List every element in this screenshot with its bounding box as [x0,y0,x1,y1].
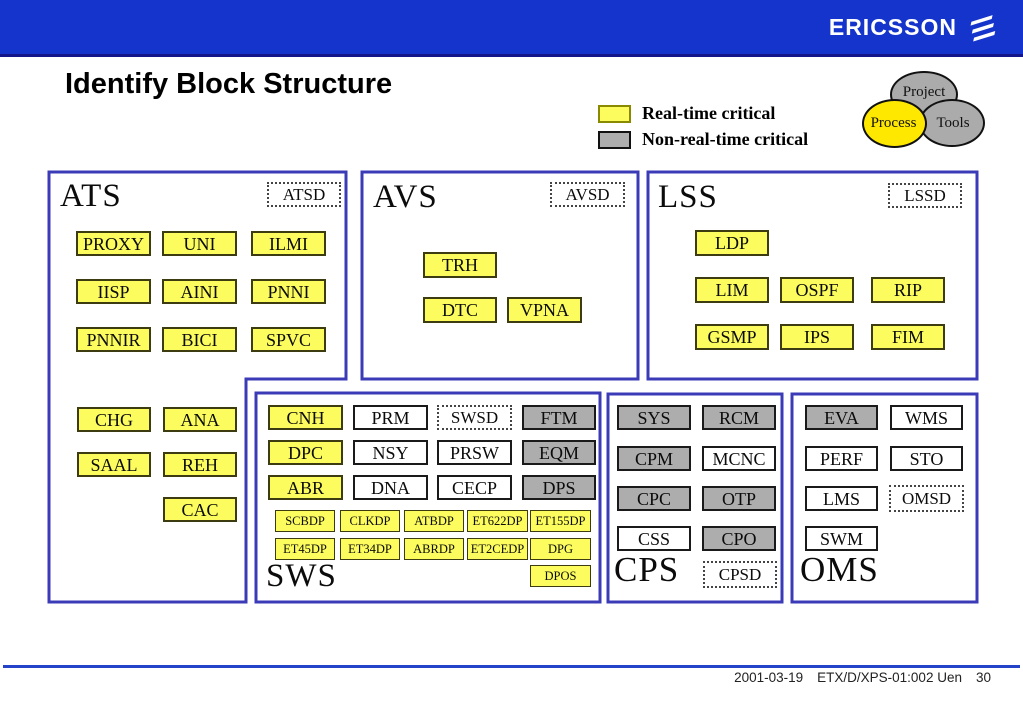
module-et34dp: ET34DP [340,538,400,560]
module-aini: AINI [162,279,237,304]
module-chg: CHG [77,407,151,432]
module-dpos: DPOS [530,565,591,587]
module-uni: UNI [162,231,237,256]
module-eva: EVA [805,405,878,430]
sws-spec-badge: SWSD [437,405,512,430]
sws-title: SWS [266,558,337,594]
page-title: Identify Block Structure [65,68,393,100]
module-mcnc: MCNC [702,446,776,471]
module-lms: LMS [805,486,878,511]
footer-date: 2001-03-19 [734,670,804,685]
module-dtc: DTC [423,297,497,323]
ats-spec-badge: ATSD [267,182,341,207]
module-rcm: RCM [702,405,776,430]
module-cac: CAC [163,497,237,522]
legend-swatch-non-realtime [598,131,631,149]
venn-tools-label: Tools [936,115,970,131]
module-sys: SYS [617,405,691,430]
module-et2cedp: ET2CEDP [467,538,528,560]
cps-title: CPS [614,550,680,589]
module-abrdp: ABRDP [404,538,464,560]
module-dps: DPS [522,475,596,500]
module-ips: IPS [780,324,854,350]
module-sto: STO [890,446,963,471]
module-dpg: DPG [530,538,591,560]
module-saal: SAAL [77,452,151,477]
module-gsmp: GSMP [695,324,769,350]
module-trh: TRH [423,252,497,278]
module-ftm: FTM [522,405,596,430]
venn-process-label: Process [870,115,917,131]
avs-title: AVS [373,179,438,215]
module-nsy: NSY [353,440,428,465]
lss-title: LSS [658,179,718,215]
module-vpna: VPNA [507,297,582,323]
module-wms: WMS [890,405,963,430]
module-et155dp: ET155DP [530,510,591,532]
module-iisp: IISP [76,279,151,304]
ats-title: ATS [60,178,122,214]
module-ana: ANA [163,407,237,432]
oms-title: OMS [800,550,879,589]
venn-process-ellipse [862,99,927,148]
module-lim: LIM [695,277,769,303]
module-pnni: PNNI [251,279,326,304]
footer-divider [3,665,1020,668]
footer-doc-number: ETX/D/XPS-01:002 Uen [817,670,962,685]
legend-label-non-realtime: Non-real-time critical [642,129,809,149]
module-ilmi: ILMI [251,231,326,256]
oms-spec-badge: OMSD [889,485,964,512]
legend-swatch-realtime [598,105,631,123]
module-cpo: CPO [702,526,776,551]
module-eqm: EQM [522,440,596,465]
module-prsw: PRSW [437,440,512,465]
ericsson-logo-icon [970,15,996,42]
module-cnh: CNH [268,405,343,430]
module-cecp: CECP [437,475,512,500]
module-cpc: CPC [617,486,691,511]
module-swm: SWM [805,526,878,551]
module-et622dp: ET622DP [467,510,528,532]
module-rip: RIP [871,277,945,303]
module-atbdp: ATBDP [404,510,464,532]
module-dna: DNA [353,475,428,500]
module-perf: PERF [805,446,878,471]
module-otp: OTP [702,486,776,511]
legend-label-realtime: Real-time critical [642,103,776,123]
module-ospf: OSPF [780,277,854,303]
lss-spec-badge: LSSD [888,183,962,208]
module-scbdp: SCBDP [275,510,335,532]
avs-spec-badge: AVSD [550,182,625,207]
module-cpm: CPM [617,446,691,471]
module-css: CSS [617,526,691,551]
header-bar: ERICSSON [0,0,1023,57]
footer: 2001-03-19 ETX/D/XPS-01:002 Uen 30 [734,670,991,685]
venn-project-label: Project [902,84,946,100]
module-bici: BICI [162,327,237,352]
module-fim: FIM [871,324,945,350]
module-dpc: DPC [268,440,343,465]
module-proxy: PROXY [76,231,151,256]
ericsson-brand: ERICSSON [829,12,997,42]
module-pnnir: PNNIR [76,327,151,352]
cps-spec-badge: CPSD [703,561,777,588]
module-clkdp: CLKDP [340,510,400,532]
module-et45dp: ET45DP [275,538,335,560]
module-abr: ABR [268,475,343,500]
module-ldp: LDP [695,230,769,256]
footer-page-number: 30 [975,670,991,685]
module-prm: PRM [353,405,428,430]
module-reh: REH [163,452,237,477]
module-spvc: SPVC [251,327,326,352]
ericsson-wordmark: ERICSSON [828,13,957,40]
